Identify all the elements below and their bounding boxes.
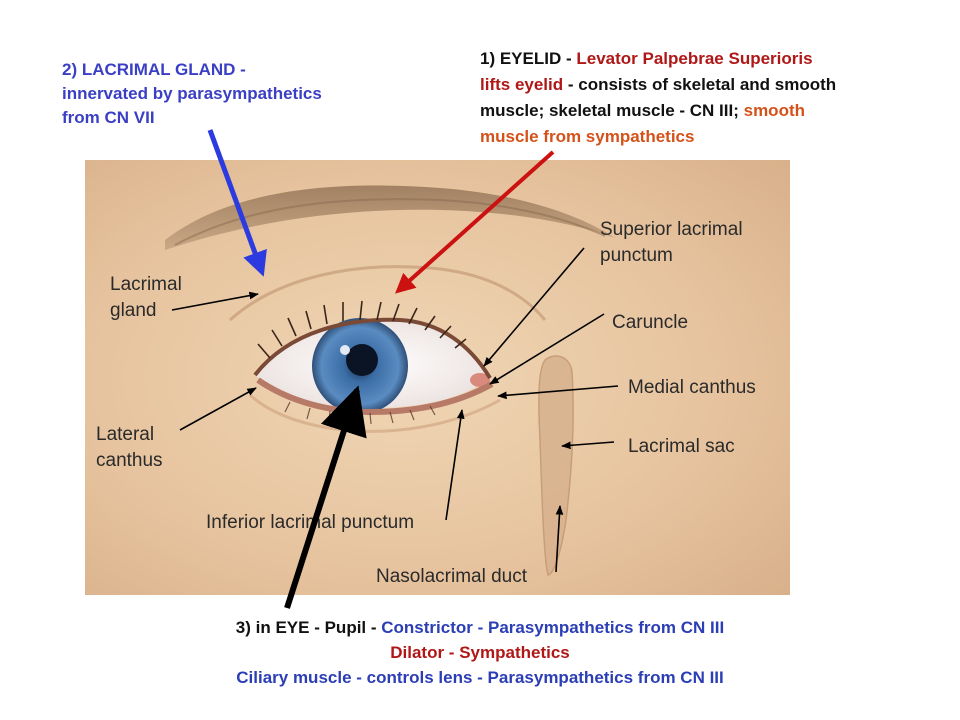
label-medial-canthus: Medial canthus	[628, 377, 756, 398]
eye-pupil-note: 3) in EYE - Pupil - Constrictor - Parasy…	[0, 615, 960, 690]
label-lacrimal-gland-1: Lacrimal	[110, 274, 182, 295]
eyelid-note-skeletal: muscle; skeletal muscle - CN III;	[480, 101, 744, 120]
label-nasolacrimal-duct: Nasolacrimal duct	[376, 566, 528, 587]
lacrimal-note-line1: 2) LACRIMAL GLAND -	[62, 60, 246, 79]
label-lateral-canthus-1: Lateral	[96, 424, 154, 445]
label-lateral-canthus-2: canthus	[96, 450, 163, 471]
pupil	[346, 344, 378, 376]
red-arrow-eyelid	[395, 150, 555, 294]
eye-note-constrictor: Constrictor - Parasympathetics from CN I…	[381, 618, 725, 637]
eyelid-note-consists: - consists of skeletal and smooth	[563, 75, 837, 94]
lacrimal-note-line2: innervated by parasympathetics	[62, 84, 322, 103]
label-lacrimal-sac: Lacrimal sac	[628, 436, 735, 457]
eyelid-note-smooth: smooth	[743, 101, 805, 120]
eyelid-note-sympathetics: muscle from sympathetics	[480, 127, 695, 146]
label-superior-punctum-2: punctum	[600, 245, 673, 266]
eye-note-ciliary: Ciliary muscle - controls lens - Parasym…	[236, 668, 724, 687]
eyelid-note-lifts: lifts eyelid	[480, 75, 564, 94]
eyelid-note-heading: 1) EYELID -	[480, 49, 577, 68]
lacrimal-note-line3: from CN VII	[62, 108, 155, 127]
eyebrow	[165, 185, 615, 250]
eyelid-note-muscle: Levator Palpebrae Superioris	[576, 49, 813, 68]
label-caruncle: Caruncle	[612, 312, 688, 333]
black-arrow-pupil	[284, 385, 367, 609]
caruncle	[470, 373, 490, 387]
eye-note-heading: 3) in EYE - Pupil -	[235, 618, 382, 637]
eyelid-note: 1) EYELID - Levator Palpebrae Superioris…	[480, 46, 836, 150]
eye-note-dilator: Dilator - Sympathetics	[390, 643, 570, 662]
label-lacrimal-gland-2: gland	[110, 300, 157, 321]
blue-arrow-lacrimal	[207, 129, 267, 277]
lacrimal-sac-shape	[538, 355, 574, 576]
upper-eyelashes	[257, 300, 467, 359]
lacrimal-gland-note: 2) LACRIMAL GLAND - innervated by parasy…	[62, 58, 322, 130]
label-superior-punctum-1: Superior lacrimal	[600, 219, 743, 240]
label-inferior-punctum: Inferior lacrimal punctum	[206, 512, 414, 533]
